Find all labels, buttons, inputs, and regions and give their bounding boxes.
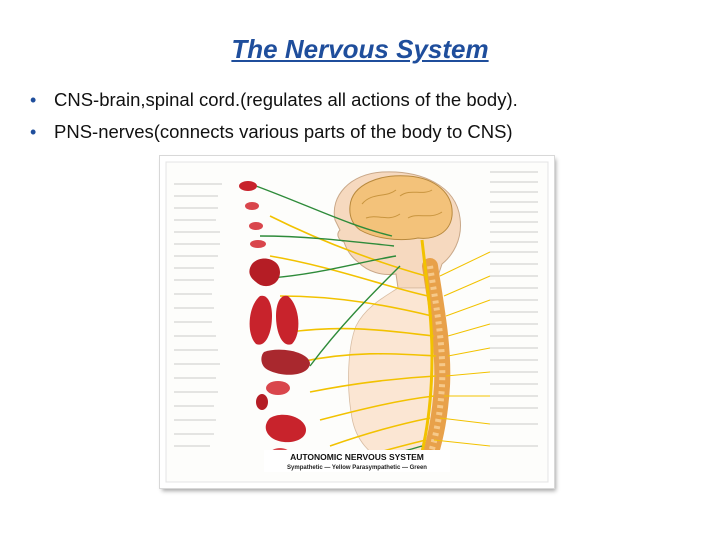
- poster-legend: Sympathetic — Yellow Parasympathetic — G…: [287, 465, 427, 471]
- bullet-list: • CNS-brain,spinal cord.(regulates all ac…: [30, 84, 518, 148]
- kidney-organ: [256, 394, 268, 410]
- right-label-lines: [490, 171, 538, 447]
- sympathetic-nerves: [269, 215, 437, 463]
- poster-title-backdrop: [264, 450, 450, 472]
- lung-right: [276, 295, 299, 345]
- nervous-system-poster: AUTONOMIC NERVOUS SYSTEM Sympathetic — Y…: [160, 156, 554, 488]
- brain-shape: [349, 175, 453, 241]
- liver-organ: [261, 349, 310, 375]
- intestine-organ: [265, 414, 306, 443]
- bullet-text-pns: PNS-nerves(connects various parts of the…: [54, 121, 513, 142]
- eye-organ: [239, 181, 257, 191]
- slide-title: The Nervous System: [231, 34, 489, 64]
- bullet-item-pns: • PNS-nerves(connects various parts of th…: [30, 116, 518, 148]
- bullet-item-cns: • CNS-brain,spinal cord.(regulates all ac…: [30, 84, 518, 116]
- heart-organ: [249, 258, 280, 287]
- bullet-text-cns: CNS-brain,spinal cord.(regulates all act…: [54, 89, 518, 110]
- bullet-icon: •: [30, 90, 37, 110]
- organs: [239, 181, 310, 460]
- spinal-column: [422, 258, 451, 464]
- poster-title: AUTONOMIC NERVOUS SYSTEM: [290, 452, 424, 462]
- stomach-organ: [266, 381, 290, 395]
- brain-folds: [361, 189, 443, 219]
- lung-left: [249, 295, 272, 345]
- bullet-icon: •: [30, 122, 37, 142]
- nervous-system-illustration: AUTONOMIC NERVOUS SYSTEM Sympathetic — Y…: [165, 161, 549, 483]
- spinal-nerve-rootlets: [433, 251, 491, 447]
- left-label-lines: [174, 183, 222, 447]
